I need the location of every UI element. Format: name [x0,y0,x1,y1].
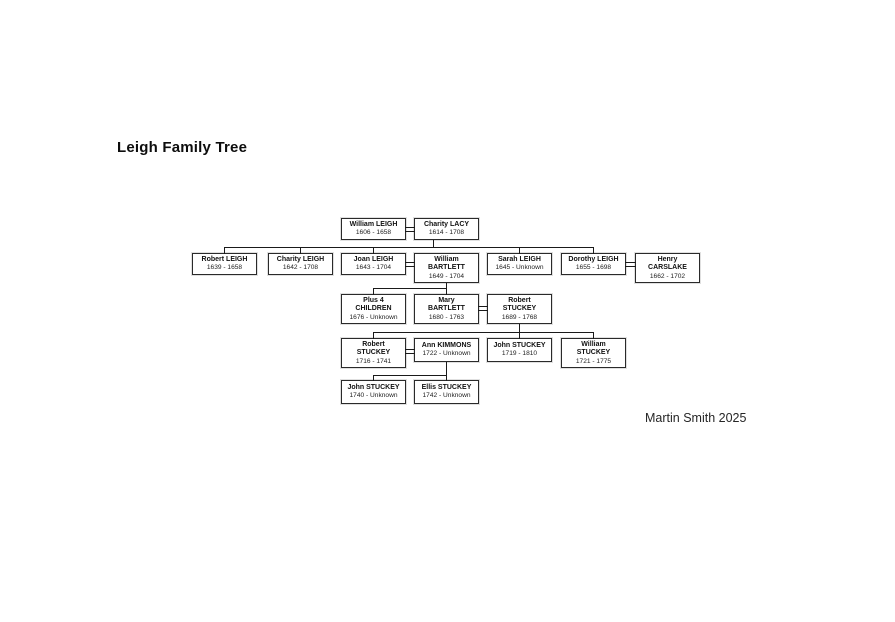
person-box-plus-4-children-1676: Plus 4 CHILDREN 1676 - Unknown [341,294,406,324]
person-name: Robert STUCKEY [502,296,537,313]
person-box-robert-leigh-1639: Robert LEIGH 1639 - 1658 [192,253,257,275]
person-box-john-stuckey-1740: John STUCKEY 1740 - Unknown [341,380,406,404]
connector-drop-william-stuckey-1721 [593,332,595,339]
person-dates: 1680 - 1763 [428,313,465,321]
person-dates: 1721 - 1775 [575,357,612,365]
marriage-line-dorothy-leigh-henry-carslake [625,262,636,267]
person-box-sarah-leigh-1645: Sarah LEIGH 1645 - Unknown [487,253,552,275]
connector-drop-robert-stuckey-1716 [373,332,375,339]
person-name: Charity LEIGH [276,255,325,263]
person-name: Henry CARSLAKE [648,255,687,272]
person-name: John STUCKEY [347,383,400,391]
person-name: William LEIGH [349,220,398,228]
person-dates: 1643 - 1704 [355,264,392,272]
page-title: Leigh Family Tree [117,139,248,156]
person-dates: 1614 - 1708 [428,229,465,237]
connector-drop-bartlett-couple [446,283,448,289]
connector-rail-gen4-siblings [373,332,594,334]
marriage-line-robert-stuckey-ann-kimmons [405,349,415,354]
connector-rail-gen2-siblings [224,247,594,249]
person-name: William STUCKEY [576,340,611,357]
connector-drop-sarah-leigh [519,247,521,254]
connector-drop-gen1-couple [433,240,435,248]
marriage-line-william-leigh-charity-lacy [405,227,415,232]
person-name: Ellis STUCKEY [421,383,472,391]
person-name: Charity LACY [423,220,470,228]
connector-rail-gen3-siblings [373,288,447,290]
person-box-ellis-stuckey-1742: Ellis STUCKEY 1742 - Unknown [414,380,479,404]
person-box-mary-bartlett-1680: Mary BARTLETT 1680 - 1763 [414,294,479,324]
person-dates: 1716 - 1741 [355,357,392,365]
person-dates: 1719 - 1810 [501,350,538,358]
person-dates: 1722 - Unknown [422,350,471,358]
marriage-line-mary-bartlett-robert-stuckey [478,306,488,311]
person-name: John STUCKEY [493,341,546,349]
person-box-ann-kimmons-1722: Ann KIMMONS 1722 - Unknown [414,338,479,362]
connector-drop-joan-leigh [373,247,375,254]
person-name: Joan LEIGH [353,255,394,263]
person-box-henry-carslake-1662: Henry CARSLAKE 1662 - 1702 [635,253,700,283]
person-name: Ann KIMMONS [421,341,472,349]
person-dates: 1639 - 1658 [206,264,243,272]
connector-drop-plus-4-children [373,288,375,295]
person-name: Robert LEIGH [201,255,248,263]
connector-drop-dorothy-leigh [593,247,595,254]
person-name: Robert STUCKEY [356,340,391,357]
connector-drop-john-stuckey-1740 [373,375,375,381]
connector-rail-gen5-siblings [373,375,447,377]
person-box-robert-stuckey-1689: Robert STUCKEY 1689 - 1768 [487,294,552,324]
connector-drop-kimmons-couple [446,362,448,381]
person-box-dorothy-leigh-1655: Dorothy LEIGH 1655 - 1698 [561,253,626,275]
person-dates: 1645 - Unknown [495,264,544,272]
person-name: Mary BARTLETT [428,296,465,313]
person-box-joan-leigh-1643: Joan LEIGH 1643 - 1704 [341,253,406,275]
person-dates: 1689 - 1768 [501,313,538,321]
person-name: Plus 4 CHILDREN [355,296,392,313]
person-box-john-stuckey-1719: John STUCKEY 1719 - 1810 [487,338,552,362]
person-dates: 1649 - 1704 [428,272,465,280]
person-box-robert-stuckey-1716: Robert STUCKEY 1716 - 1741 [341,338,406,368]
person-box-charity-leigh-1642: Charity LEIGH 1642 - 1708 [268,253,333,275]
person-box-william-leigh-1606: William LEIGH 1606 - 1658 [341,218,406,240]
person-dates: 1740 - Unknown [349,392,398,400]
person-dates: 1606 - 1658 [355,229,392,237]
author-credit: Martin Smith 2025 [645,411,747,425]
person-name: Sarah LEIGH [498,255,541,263]
person-dates: 1662 - 1702 [649,272,686,280]
person-box-charity-lacy-1614: Charity LACY 1614 - 1708 [414,218,479,240]
person-dates: 1655 - 1698 [575,264,612,272]
connector-drop-robert-leigh [224,247,226,254]
connector-drop-stuckey-couple [519,324,521,339]
person-dates: 1642 - 1708 [282,264,319,272]
person-box-william-stuckey-1721: William STUCKEY 1721 - 1775 [561,338,626,368]
connector-drop-charity-leigh [300,247,302,254]
person-box-william-bartlett-1649: William BARTLETT 1649 - 1704 [414,253,479,283]
person-name: Dorothy LEIGH [568,255,619,263]
person-name: William BARTLETT [428,255,465,272]
connector-drop-mary-bartlett [446,288,448,295]
person-dates: 1742 - Unknown [422,392,471,400]
marriage-line-joan-leigh-william-bartlett [405,262,415,267]
person-dates: 1676 - Unknown [349,313,398,321]
